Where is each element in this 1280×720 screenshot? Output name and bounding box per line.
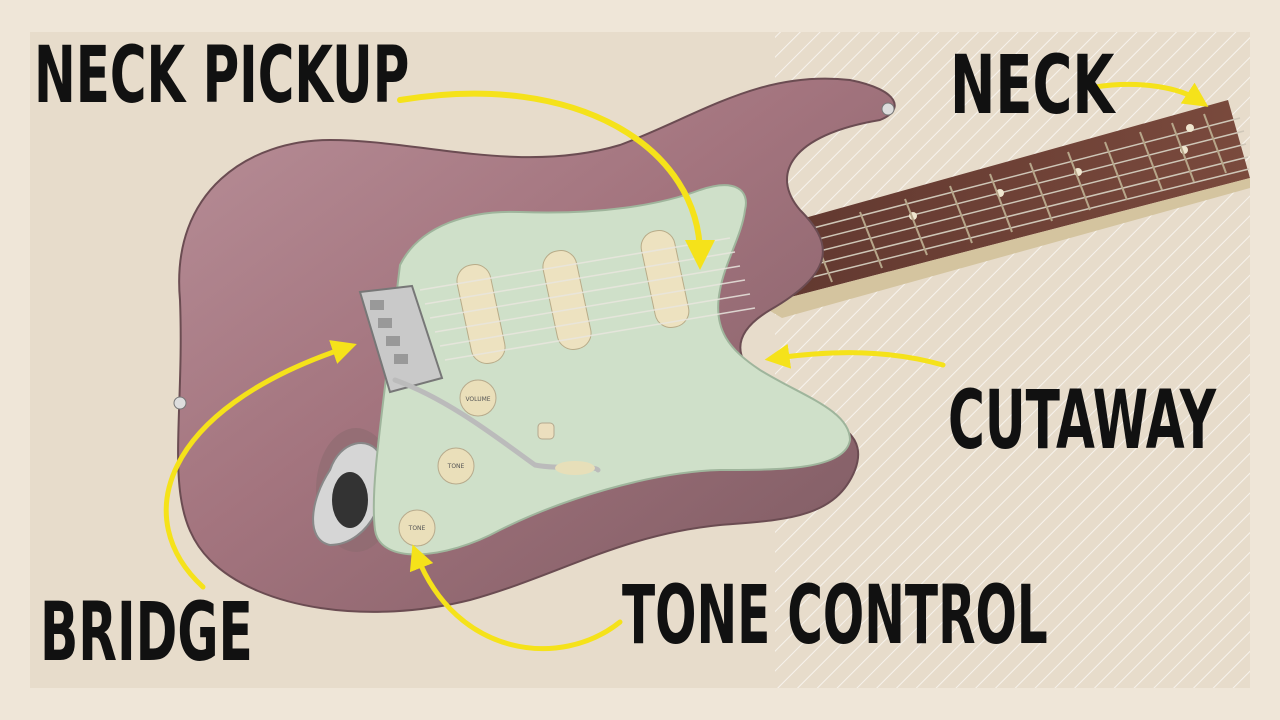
neck-label: NECK xyxy=(950,39,1115,133)
svg-text:TONE: TONE xyxy=(408,525,426,532)
tone-knob-upper: TONE xyxy=(437,447,475,485)
bridge-assembly xyxy=(358,284,601,475)
neck-pickup-arrow xyxy=(397,90,715,270)
neck-arrow xyxy=(1092,81,1209,107)
cutaway-arrow xyxy=(764,343,946,369)
pickup-selector-switch xyxy=(537,422,555,440)
neck-pickup-label: NECK PICKUP xyxy=(34,31,410,121)
tone-knob-lower: TONE xyxy=(398,509,436,547)
tone-control-label: TONE CONTROL xyxy=(622,569,1048,663)
svg-text:VOLUME: VOLUME xyxy=(465,396,490,403)
strings xyxy=(419,237,756,361)
pickup-bridge xyxy=(456,264,506,364)
volume-knob: VOLUME xyxy=(459,379,497,417)
bridge-arrow xyxy=(163,340,357,590)
pickup-middle xyxy=(542,250,592,350)
cutaway-label: CUTAWAY xyxy=(948,374,1217,468)
svg-text:TONE: TONE xyxy=(447,463,465,470)
bridge-label: BRIDGE xyxy=(40,586,253,680)
tone-control-arrow xyxy=(409,544,623,651)
